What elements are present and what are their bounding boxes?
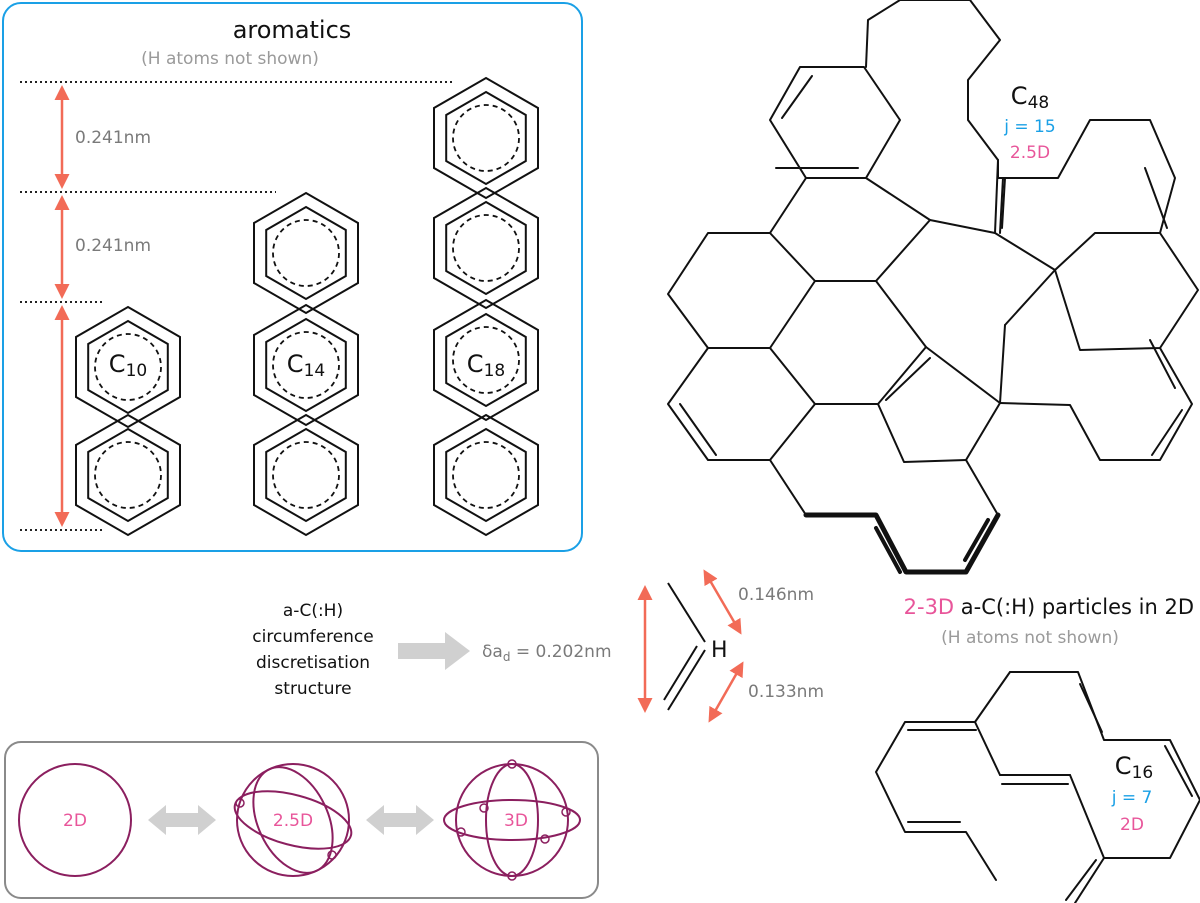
aromatics-box [2,2,583,552]
aromatics-panel: aromatics (H atoms not shown) 0.241nm 0.… [2,2,583,552]
level-lines [20,81,452,531]
molecule-label-c14: C14 [287,350,325,381]
single-bond-length: 0.146nm [738,585,814,605]
spacing-label-mid: 0.241nm [75,236,151,256]
c14-ring-2-outer [253,413,359,537]
c14-ring-1-outer [253,303,359,427]
label-2d: 2D [63,811,87,831]
c14-ring-1-aromatic-circle [272,331,340,399]
discretisation-line1: a-C(:H) [283,601,343,621]
c10-ring-1-inner [87,427,169,523]
discretisation-line4: structure [274,679,351,699]
discretisation-line3: discretisation [256,653,370,673]
c18-ring-3-inner [445,427,527,523]
ring-3d-vertical [485,763,539,877]
c18-ring-3-aromatic-circle [452,441,520,509]
c10-ring-1-outer [75,413,181,537]
discretisation-line2: circumference [252,627,373,647]
c18-ring-3-outer [433,413,539,537]
c10-ring-0-inner [87,319,169,415]
c10-ring-0-aromatic-circle [94,333,162,401]
c18-ring-2-inner [445,312,527,408]
c14-ring-0-aromatic-circle [272,219,340,287]
c10-ring-0-outer [75,305,181,429]
c18-ring-1-inner [445,200,527,296]
c48-j-value: j = 15 [1003,117,1055,137]
molecule-label-c18: C18 [467,350,505,381]
aromatics-subtitle: (H atoms not shown) [141,49,319,69]
dimensions-panel: 2D 2.5D 3D [4,741,599,899]
c16-structure [875,671,1200,903]
c14-ring-1-inner [265,317,347,413]
delta-ad-value: δad = 0.202nm [482,642,612,664]
spacing-label-top: 0.241nm [75,128,151,148]
sphere-25d [236,763,350,877]
c48-dimension: 2.5D [1010,143,1050,163]
c14-ring-2-inner [265,427,347,523]
ring-3d-horizontal [443,799,581,841]
c14-ring-2-aromatic-circle [272,441,340,509]
double-bond-length: 0.133nm [748,682,824,702]
c18-ring-1-aromatic-circle [452,214,520,282]
c18-ring-0-inner [445,90,527,186]
c18-ring-2-aromatic-circle [452,326,520,394]
single-bond-arrow [703,569,742,635]
ring-25d-b [252,766,334,874]
discretisation-block: a-C(:H) circumference discretisation str… [252,569,824,723]
hydrogen-label: H [711,638,728,663]
c18-ring-2-outer [433,298,539,422]
particles-subtitle: (H atoms not shown) [941,628,1119,648]
label-3d: 3D [504,811,528,831]
c16-label: C16 [1115,752,1153,783]
c48-structure [667,0,1199,575]
double-arrow-left [148,805,216,835]
c48-label: C48 [1011,82,1049,113]
c18-ring-0-aromatic-circle [452,104,520,172]
c14-ring-0-outer [253,191,359,315]
grey-arrow [398,632,470,670]
c16-dimension: 2D [1120,815,1144,835]
double-arrow-right [366,805,434,835]
molecule-label-c10: C10 [109,350,147,381]
bond-fragment [663,582,706,711]
particles-caption: 2-3D a-C(:H) particles in 2D [904,595,1194,619]
aromatic-rings [75,76,539,537]
label-25d: 2.5D [273,811,313,831]
c16-j-value: j = 7 [1111,788,1153,808]
aromatics-title: aromatics [233,16,352,44]
ring-25d-a [233,790,353,850]
c18-ring-0-outer [433,76,539,200]
c18-ring-1-outer [433,186,539,310]
circle-2d [18,763,132,877]
c14-ring-0-inner [265,205,347,301]
dimensions-box [4,741,599,899]
c10-ring-1-aromatic-circle [94,441,162,509]
double-bond-arrow [708,661,744,723]
